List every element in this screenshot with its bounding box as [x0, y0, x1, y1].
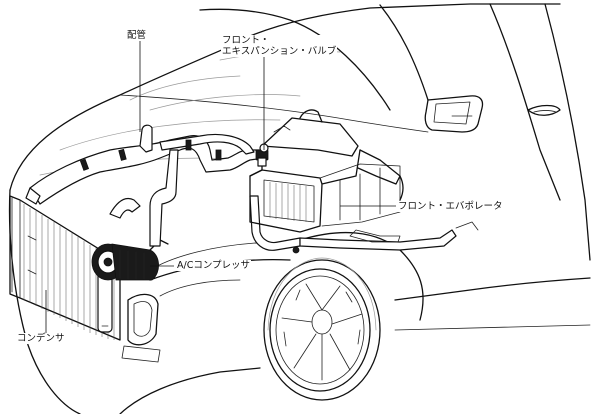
label-ac-compressor: A/Cコンプレッサ: [176, 260, 252, 271]
condenser: [9, 195, 121, 341]
front-wheel: [263, 257, 381, 401]
label-front-expansion-valve: フロント・ エキスパンション・バルブ: [221, 35, 338, 57]
ac-compressor: [91, 239, 169, 281]
label-front-evaporator: フロント・エバポレータ: [397, 201, 504, 212]
front-evaporator-unit: [249, 109, 404, 243]
refrigerant-piping: [25, 124, 479, 254]
label-front-expansion-valve-line2: エキスパンション・バルブ: [222, 46, 337, 57]
label-front-expansion-valve-line1: フロント・: [222, 35, 270, 46]
leader-lines: [45, 40, 396, 334]
label-piping: 配管: [126, 30, 148, 41]
front-expansion-valve: [255, 143, 269, 167]
label-condenser: コンデンサ: [16, 333, 66, 344]
